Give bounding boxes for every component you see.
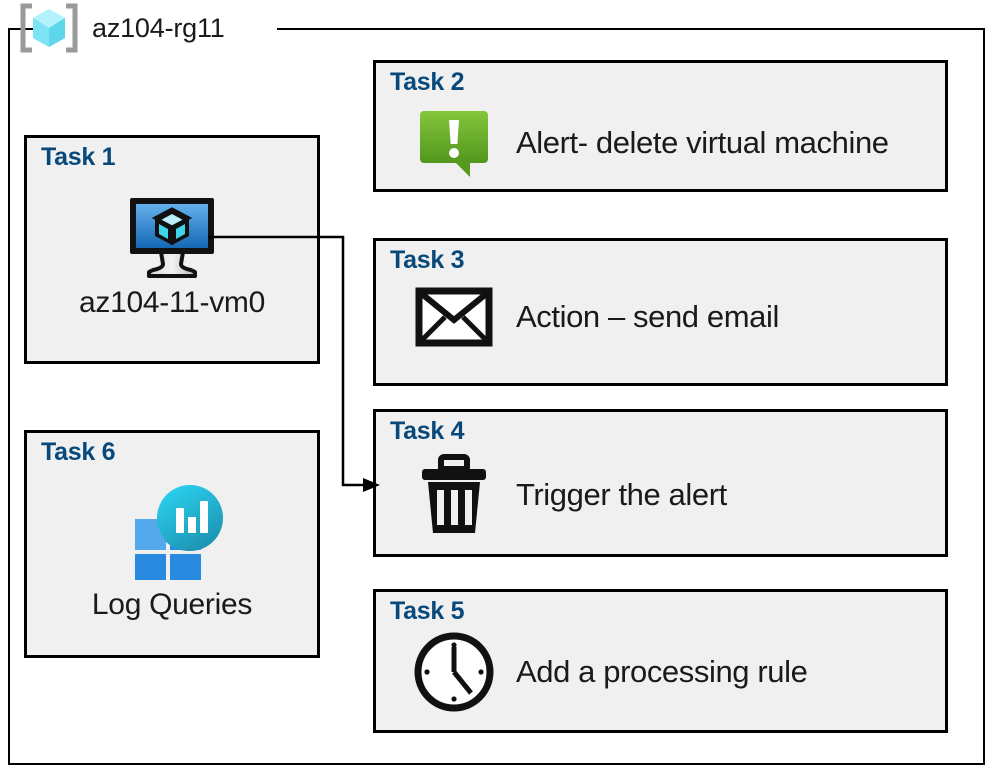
task6-icon-slot [27, 481, 317, 581]
log-analytics-icon [135, 485, 223, 580]
envelope-icon [415, 287, 493, 347]
task3-card[interactable]: Task 3 Action – send email [373, 238, 948, 386]
task3-icon-slot [406, 287, 502, 347]
task1-title: Task 1 [41, 143, 116, 171]
task2-card[interactable]: Task 2 Alert- delete virtual machine [373, 60, 948, 192]
alert-exclamation-icon [420, 111, 488, 177]
task3-row: Action – send email [406, 287, 935, 347]
task4-caption: Trigger the alert [516, 477, 727, 512]
task6-caption: Log Queries [91, 588, 253, 621]
task1-caption: az104-11-vm0 [79, 286, 265, 319]
trash-can-icon [422, 454, 486, 533]
task5-title: Task 5 [390, 597, 465, 625]
task4-row: Trigger the alert [406, 454, 935, 536]
task5-card[interactable]: Task 5 Add a processing rule [373, 589, 948, 733]
task2-icon-slot [406, 107, 502, 179]
task2-row: Alert- delete virtual machine [406, 107, 935, 179]
task5-caption: Add a processing rule [516, 654, 808, 689]
resource-group-title: az104-rg11 [92, 12, 225, 43]
resource-group-frame-top-right-segment [277, 28, 985, 30]
virtual-machine-icon [130, 198, 214, 278]
task2-title: Task 2 [390, 68, 465, 96]
task5-row: Add a processing rule [406, 630, 935, 714]
task4-icon-slot [406, 454, 502, 536]
task4-title: Task 4 [390, 417, 465, 445]
task1-card[interactable]: Task 1 [24, 135, 320, 364]
resource-group-frame [8, 28, 985, 765]
task6-card[interactable]: Task 6 Log Queries [24, 430, 320, 658]
task1-icon-slot [27, 194, 317, 280]
task4-card[interactable]: Task 4 Trigger the alert [373, 409, 948, 557]
resource-group-header: az104-rg11 [18, 2, 225, 54]
clock-icon [414, 632, 494, 712]
task3-title: Task 3 [390, 246, 465, 274]
task6-title: Task 6 [41, 438, 116, 466]
task5-icon-slot [406, 630, 502, 714]
resource-group-cube-icon [20, 3, 78, 53]
task2-caption: Alert- delete virtual machine [516, 125, 889, 160]
task3-caption: Action – send email [516, 299, 779, 334]
